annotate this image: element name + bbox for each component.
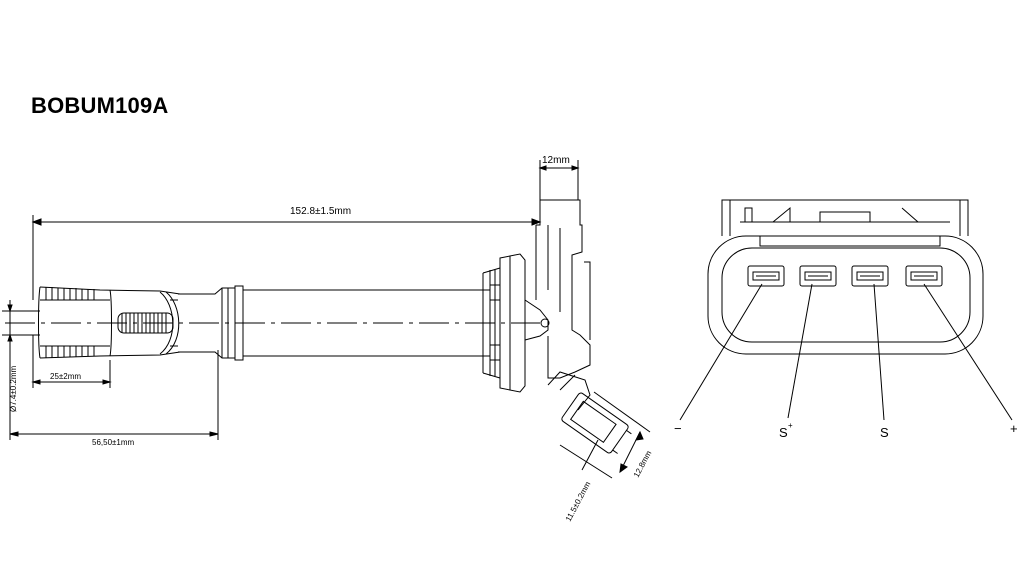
sensor-body: [5, 199, 632, 454]
pin-label-plus: +: [1010, 421, 1018, 436]
pin-label-minus: −: [674, 421, 682, 436]
dim-flange-width: 12mm: [538, 155, 580, 222]
dim-diameter: Ø7.4±0.2mm: [2, 300, 40, 440]
pin-label-s-plus: S: [779, 425, 788, 440]
pin-label-s: S: [880, 425, 889, 440]
dim-end-length-label: 25±2mm: [50, 372, 81, 381]
pin-1: [747, 265, 785, 287]
pin-2: [799, 265, 837, 287]
pin-3: [851, 265, 889, 287]
dim-total-length-label: 152.8±1.5mm: [290, 206, 351, 217]
dim-connector: 11.5±0.2mm 12.8mm: [559, 391, 654, 523]
dim-connector-length-label: 11.5±0.2mm: [564, 480, 593, 523]
dim-diameter-label: Ø7.4±0.2mm: [9, 365, 18, 412]
dim-total-length: 152.8±1.5mm: [31, 206, 542, 300]
connector-face-view: − S + S +: [674, 199, 1018, 440]
pin-label-s-plus-sup: +: [788, 421, 793, 430]
dim-overall-offset-label: 56,50±1mm: [92, 438, 135, 447]
pin-4: [905, 265, 943, 287]
dim-flange-width-label: 12mm: [542, 155, 570, 166]
dim-end-length: 25±2mm: [31, 335, 112, 388]
dim-overall-offset: 56,50±1mm: [9, 350, 219, 447]
part-number-title: BOBUM109A: [31, 93, 169, 118]
dim-connector-width-label: 12.8mm: [632, 449, 654, 479]
